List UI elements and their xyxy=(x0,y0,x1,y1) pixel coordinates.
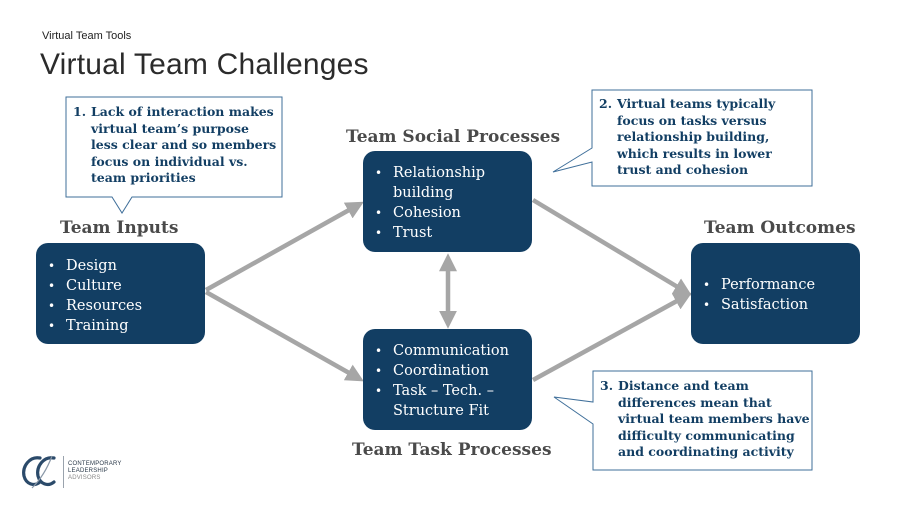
callout-1: 1. Lack of interaction makes virtual tea… xyxy=(73,104,279,187)
list-item: Trust xyxy=(375,223,532,243)
list-item: Cohesion xyxy=(375,203,532,223)
kicker-label: Virtual Team Tools xyxy=(42,30,132,42)
list-item: Coordination xyxy=(375,361,532,381)
callout-text: Virtual teams typically focus on tasks v… xyxy=(617,96,776,177)
heading-team-social-processes: Team Social Processes xyxy=(346,127,561,147)
list-item: Communication xyxy=(375,341,532,361)
callout-number: 2. xyxy=(599,96,613,111)
company-logo-mark xyxy=(22,455,56,489)
callout-number: 3. xyxy=(600,378,614,393)
callout-2: 2. Virtual teams typically focus on task… xyxy=(599,96,809,179)
callout-text: Distance and team differences mean that … xyxy=(618,378,810,459)
callout-3: 3. Distance and team differences mean th… xyxy=(600,378,810,461)
list-item: Design xyxy=(48,256,205,276)
logo-line: CONTEMPORARY xyxy=(68,461,122,467)
heading-team-task-processes: Team Task Processes xyxy=(352,440,552,460)
logo-divider xyxy=(63,456,64,488)
callout-3-shape xyxy=(553,370,813,471)
logo-line: ADVISORS xyxy=(68,475,101,481)
list-item: Culture xyxy=(48,276,205,296)
heading-team-inputs: Team Inputs xyxy=(60,218,179,238)
box-team-social-processes: Relationship building Cohesion Trust xyxy=(363,151,532,252)
arrow-inputs-to-task xyxy=(204,290,364,382)
callout-1-shape xyxy=(65,96,283,214)
page-title: Virtual Team Challenges xyxy=(40,48,369,81)
arrow-social-to-outcomes xyxy=(531,198,692,296)
box-team-task-processes: Communication Coordination Task – Tech. … xyxy=(363,329,532,430)
logo-line: LEADERSHIP xyxy=(68,468,109,474)
company-logo-text: CONTEMPORARY LEADERSHIP ADVISORS xyxy=(68,461,122,482)
heading-team-outcomes: Team Outcomes xyxy=(704,218,856,238)
list-item: Satisfaction xyxy=(703,295,860,315)
box-team-inputs: Design Culture Resources Training xyxy=(36,243,205,344)
callout-text: Lack of interaction makes virtual team’s… xyxy=(91,104,277,185)
callout-number: 1. xyxy=(73,104,87,119)
list-item: Task – Tech. – Structure Fit xyxy=(375,381,532,421)
list-item: Resources xyxy=(48,296,205,316)
list-item: Training xyxy=(48,316,205,336)
box-team-outcomes: Performance Satisfaction xyxy=(691,243,860,344)
arrow-inputs-to-social xyxy=(204,201,364,292)
list-item: Performance xyxy=(703,275,860,295)
arrow-task-to-outcomes xyxy=(531,292,692,382)
list-item: Relationship building xyxy=(375,163,532,203)
callout-2-shape xyxy=(552,89,813,187)
